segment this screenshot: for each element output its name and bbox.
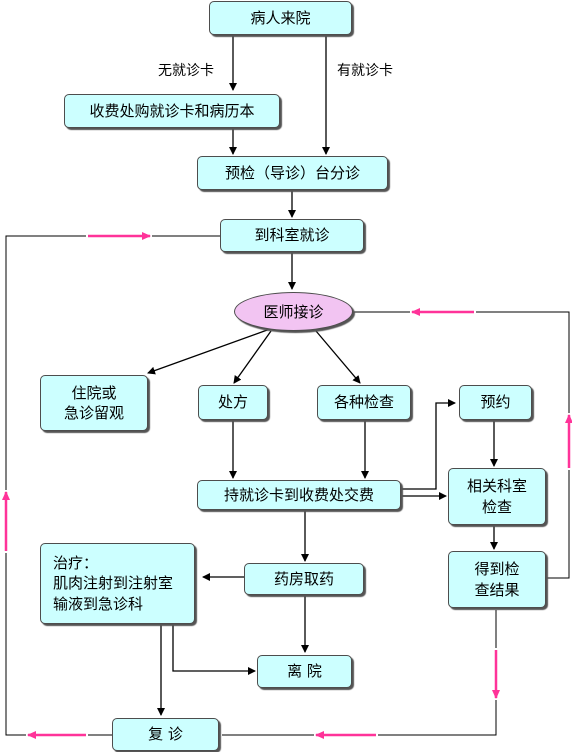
node-triage: 预检（导诊）台分诊: [197, 156, 388, 190]
arrow-doctor-to-hospitalize: [147, 328, 271, 375]
node-hospitalize: 住院或 急诊留观: [40, 375, 148, 431]
node-appointment: 预约: [459, 385, 532, 420]
edge-label-no-card: 无就诊卡: [158, 63, 214, 79]
node-exams: 各种检查: [317, 385, 411, 420]
node-patient-arrives: 病人来院: [209, 1, 352, 35]
node-doctor: 医师接诊: [234, 292, 353, 331]
arrow-doctor-to-exams: [315, 330, 361, 384]
node-leave: 离 院: [257, 655, 352, 688]
arrow-pay-to-appointment: [401, 399, 456, 490]
edge-label-has-card: 有就诊卡: [337, 63, 393, 79]
arrow-doctor-to-prescription: [233, 330, 272, 384]
arrow-treatment-to-leave: [172, 624, 256, 675]
loop-revisit-to-dept: [5, 235, 220, 736]
node-results: 得到检 查结果: [448, 551, 546, 608]
node-prescription: 处方: [198, 385, 268, 420]
node-pay: 持就诊卡到收费处交费: [197, 480, 401, 510]
node-revisit: 复 诊: [112, 718, 219, 751]
node-treatment: 治疗： 肌肉注射到注射室 输液到急诊科: [40, 543, 195, 624]
node-to-department: 到科室就诊: [220, 219, 364, 252]
node-related-dept: 相关科室 检查: [448, 468, 546, 525]
node-pharmacy: 药房取药: [244, 563, 364, 595]
node-buy-card: 收费处购就诊卡和病历本: [64, 94, 280, 128]
loop-results-to-doctor: [354, 311, 570, 579]
